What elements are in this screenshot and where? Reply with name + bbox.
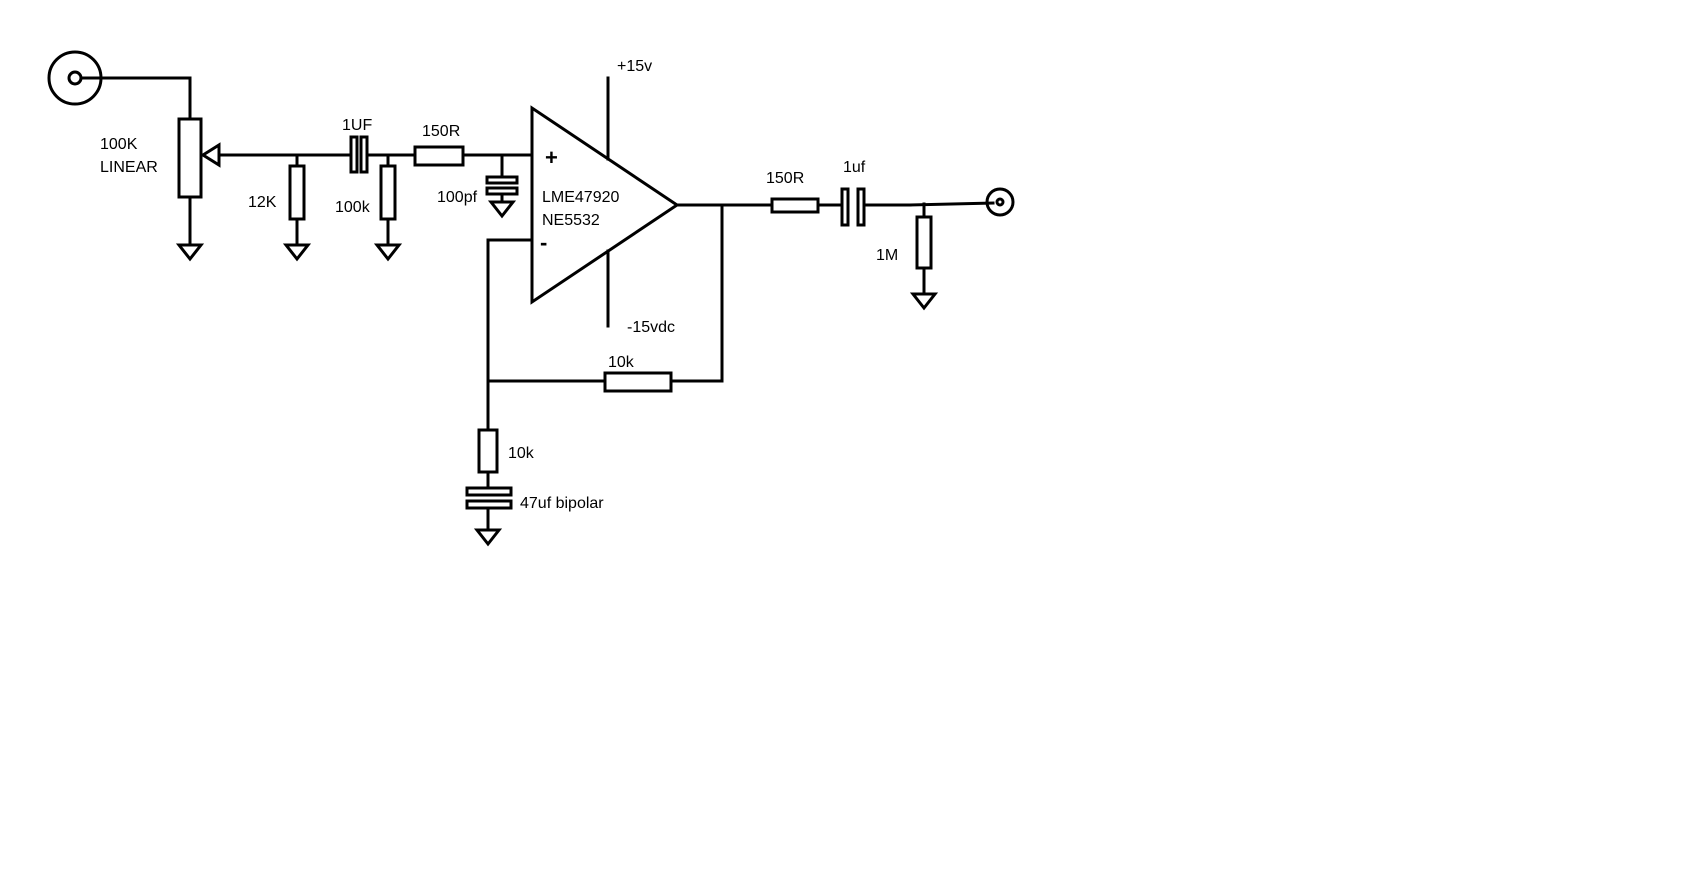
r-gain-label: 10k — [508, 445, 535, 462]
opamp-plus-sign: + — [545, 145, 558, 170]
output-line-to-jack — [908, 201, 995, 207]
c-1uf-out-label: 1uf — [843, 159, 866, 176]
resistor-12k — [282, 153, 312, 262]
supply-pos-label: +15v — [617, 58, 652, 75]
pot-value-label: 100K — [100, 136, 138, 153]
resistor-150r-input — [413, 145, 534, 167]
opamp — [530, 105, 680, 305]
r-1m-label: 1M — [876, 247, 898, 264]
opamp-model-2: NE5532 — [542, 212, 600, 229]
r-150r-in-label: 150R — [422, 123, 460, 140]
resistor-100k — [373, 153, 403, 262]
inverting-input-wire — [486, 238, 534, 432]
input-jack — [47, 50, 192, 121]
ground-symbol-pot — [175, 243, 205, 262]
resistor-150r-output — [770, 197, 844, 214]
r-150r-out-label: 150R — [766, 170, 804, 187]
capacitor-100pf — [485, 153, 519, 219]
c-1uf-in-label: 1UF — [342, 117, 372, 134]
resistor-10k-gain — [477, 428, 499, 490]
opamp-minus-sign: - — [540, 230, 547, 255]
resistor-1m — [909, 202, 939, 311]
capacitor-1uf-output — [840, 187, 866, 227]
capacitor-1uf-input — [349, 135, 369, 174]
c-gain-label: 47uf bipolar — [520, 495, 604, 512]
supply-neg-label: -15vdc — [627, 319, 675, 336]
output-jack — [985, 187, 1015, 217]
pot-taper-label: LINEAR — [100, 159, 158, 176]
feedback-wire-right — [669, 203, 724, 383]
c-100pf-label: 100pf — [437, 189, 478, 206]
potentiometer — [177, 117, 221, 247]
r-feedback-label: 10k — [608, 354, 635, 371]
resistor-10k-feedback — [603, 371, 673, 393]
capacitor-47uf-bipolar — [465, 486, 513, 547]
opamp-model-1: LME47920 — [542, 189, 619, 206]
r-100k-label: 100k — [335, 199, 371, 216]
r-12k-label: 12K — [248, 194, 277, 211]
